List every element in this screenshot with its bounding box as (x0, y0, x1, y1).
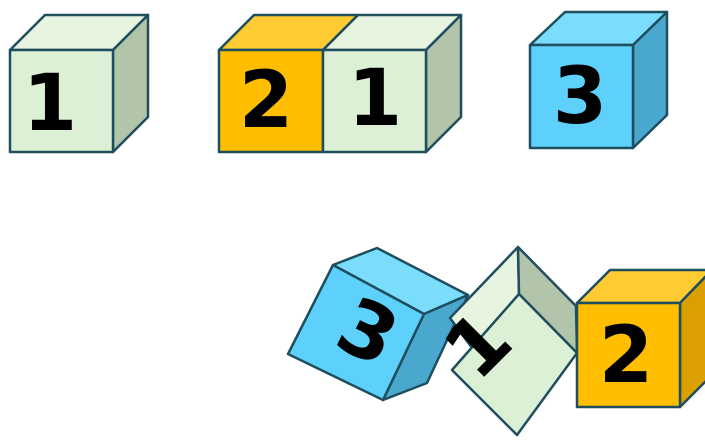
upright-two-label: 2 (599, 311, 653, 401)
upright-cube-two: 2 (577, 270, 705, 407)
pair-right-label: 1 (348, 54, 402, 144)
tilted-cube-one: 1 (428, 247, 577, 435)
cube-one-label: 1 (23, 59, 77, 149)
pair-left-label: 2 (239, 56, 293, 146)
cube-three: 3 (530, 12, 667, 148)
cube-pair: 2 1 (219, 15, 461, 152)
cube-one: 1 (10, 15, 148, 152)
cube-three-label: 3 (553, 52, 607, 142)
